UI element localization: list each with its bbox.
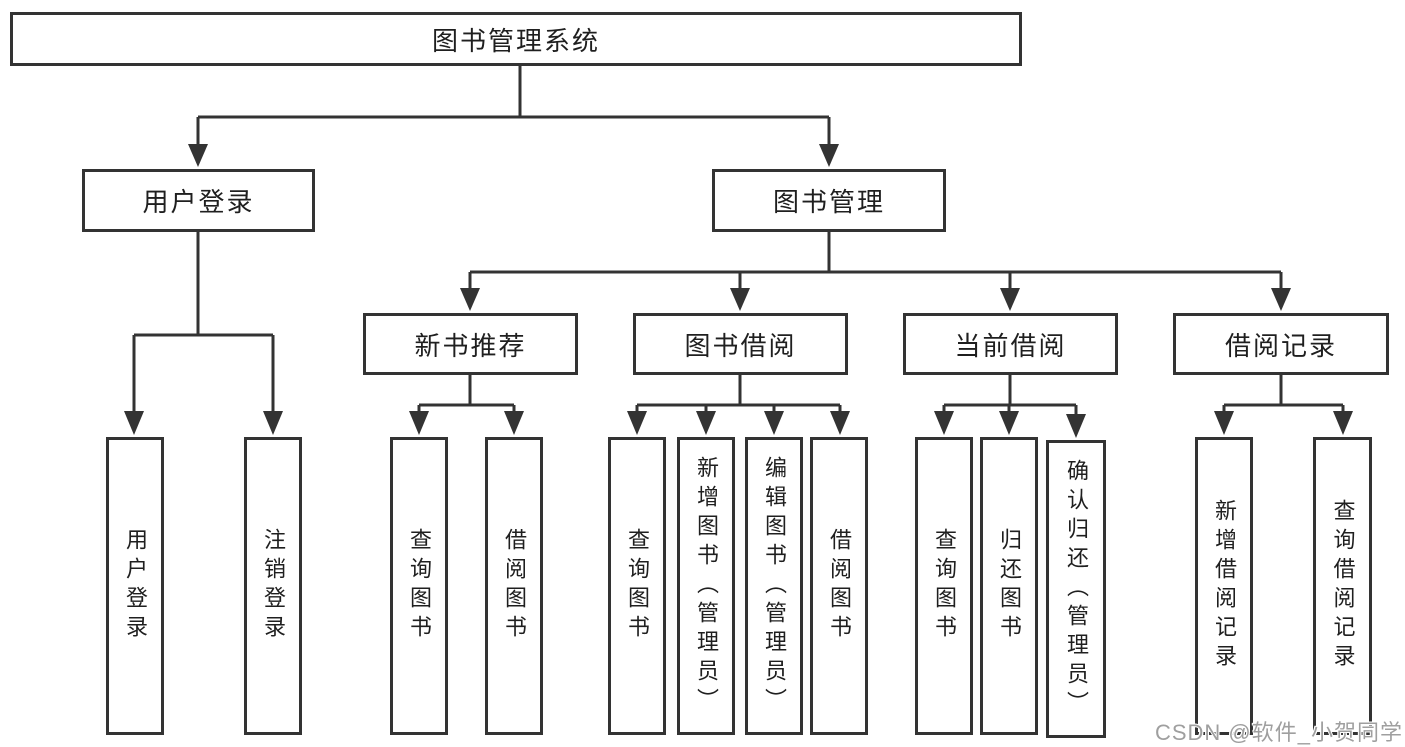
node-leaf-return-books: 归还图书 xyxy=(980,437,1038,735)
leaf-label: 借阅图书 xyxy=(502,528,527,644)
leaf-label: 查询图书 xyxy=(932,528,957,644)
node-library-system-label: 图书管理系统 xyxy=(431,25,600,56)
leaf-label: 查询图书 xyxy=(625,528,650,644)
node-book-management: 图书管理 xyxy=(712,169,946,232)
node-library-system: 图书管理系统 xyxy=(10,12,1022,66)
node-leaf-add-borrow-record: 新增借阅记录 xyxy=(1195,437,1253,735)
leaf-label: 借阅图书 xyxy=(827,528,852,644)
node-leaf-confirm-return-admin: 确认归还（管理员） xyxy=(1046,440,1106,738)
node-leaf-logout: 注销登录 xyxy=(244,437,302,735)
leaf-label: 查询图书 xyxy=(407,528,432,644)
node-new-book-recommendation-label: 新书推荐 xyxy=(414,330,527,361)
node-leaf-query-books-current: 查询图书 xyxy=(915,437,973,735)
leaf-label: 注销登录 xyxy=(261,528,286,644)
node-borrowing-records: 借阅记录 xyxy=(1173,313,1389,375)
node-leaf-user-login: 用户登录 xyxy=(106,437,164,735)
node-current-borrowing-label: 当前借阅 xyxy=(954,330,1067,361)
node-current-borrowing: 当前借阅 xyxy=(903,313,1118,375)
csdn-watermark: CSDN @软件_小贺同学 xyxy=(1154,720,1403,745)
node-book-borrowing-label: 图书借阅 xyxy=(684,330,797,361)
node-user-login: 用户登录 xyxy=(82,169,315,232)
node-leaf-query-books-recommend: 查询图书 xyxy=(390,437,448,735)
node-leaf-query-borrow-record: 查询借阅记录 xyxy=(1313,437,1372,735)
node-leaf-add-books-admin: 新增图书（管理员） xyxy=(677,437,735,735)
leaf-label: 归还图书 xyxy=(997,528,1022,644)
node-borrowing-records-label: 借阅记录 xyxy=(1224,330,1337,361)
leaf-label: 用户登录 xyxy=(123,528,148,644)
node-new-book-recommendation: 新书推荐 xyxy=(363,313,578,375)
node-book-management-label: 图书管理 xyxy=(772,187,885,217)
leaf-label: 编辑图书（管理员） xyxy=(762,455,787,717)
node-leaf-borrow-books-recommend: 借阅图书 xyxy=(485,437,543,735)
node-leaf-borrow-books: 借阅图书 xyxy=(810,437,868,735)
node-user-login-label: 用户登录 xyxy=(142,187,255,217)
leaf-label: 新增借阅记录 xyxy=(1212,499,1237,673)
leaf-label: 新增图书（管理员） xyxy=(694,455,719,717)
node-leaf-query-books-borrowing: 查询图书 xyxy=(608,437,666,735)
node-leaf-edit-books-admin: 编辑图书（管理员） xyxy=(745,437,803,735)
leaf-label: 查询借阅记录 xyxy=(1330,499,1356,673)
leaf-label: 确认归还（管理员） xyxy=(1064,458,1089,720)
node-book-borrowing: 图书借阅 xyxy=(633,313,848,375)
